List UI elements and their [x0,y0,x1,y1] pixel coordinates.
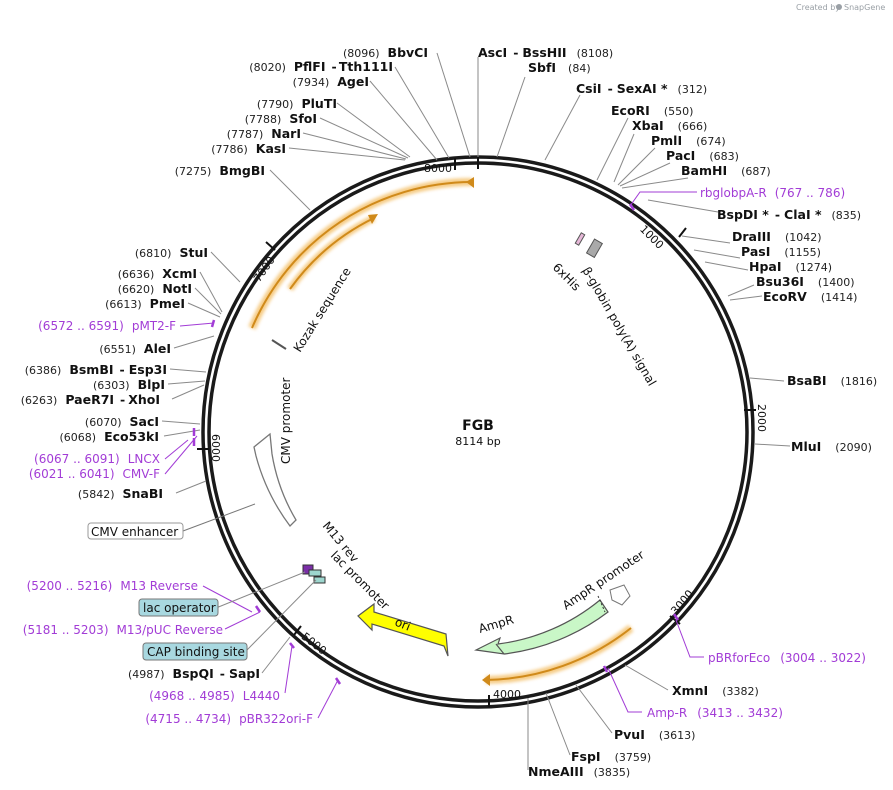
cmv-enhancer-box [87,522,184,540]
snapgene-logo-icon [836,4,842,10]
ori-label: ori [393,615,413,634]
primer-label[interactable]: (6572 .. 6591)pMT2-F [38,319,176,333]
cap-binding-site-box[interactable] [142,642,248,661]
cmv-enhancer-leader [182,503,256,532]
ampr-promoter-dash [597,595,606,613]
enzyme-label[interactable]: (7787)NarI [227,126,301,141]
cap-site-leader [245,579,317,652]
primer-label[interactable]: (4968 .. 4985)L4440 [149,689,280,703]
enzyme-label[interactable]: (6620)NotI [118,281,192,296]
globin-label: β-globin poly(A) signal [579,265,659,389]
enzyme-label[interactable]: HpaI(1274) [749,259,832,274]
cap-site-mark [313,576,326,584]
credit-brand: SnapGene [844,3,885,12]
primer-leaders [164,191,704,719]
enzyme-label[interactable]: XbaI(666) [632,118,707,133]
enzyme-label[interactable]: (6068)Eco53kI [60,429,159,444]
sixhis-label: 6xHis [550,260,583,293]
ori-arrow [357,602,449,657]
enzyme-label[interactable]: (6551)AleI [99,341,171,356]
enzyme-label[interactable]: PacI(683) [666,148,739,163]
enzyme-label[interactable]: (7786)KasI [211,141,286,156]
enzyme-label[interactable]: (6636)XcmI [118,266,197,281]
cmv-promoter-label: CMV promoter [279,377,293,464]
primer-labels: rbglobpA-R(767 .. 786) pBRforEco(3004 ..… [23,186,866,726]
primer-label[interactable]: (5181 .. 5203)M13/pUC Reverse [23,623,223,637]
primer-label[interactable]: (6021 .. 6041)CMV-F [29,467,160,481]
leader-lines [161,52,791,770]
cap-binding-site-label: CAP binding site [147,645,245,659]
tick-label-2000: 2000 [755,404,768,432]
enzyme-label[interactable]: EcoRI(550) [611,103,693,118]
enzyme-label[interactable]: (7275)BmgBI [175,163,265,178]
tick-label-6000: 6000 [209,434,222,462]
lac-promoter-label: lac promoter [328,548,392,612]
primer-label[interactable]: pBRforEco(3004 .. 3022) [708,651,866,665]
enzyme-label[interactable]: PasI(1155) [741,244,821,259]
enzyme-label[interactable]: AscI-BssHII(8108) [478,45,613,60]
enzyme-label[interactable]: (6810)StuI [135,245,208,260]
primer-label[interactable]: (4715 .. 4734)pBR322ori-F [145,712,313,726]
enzyme-label[interactable]: FspI(3759) [571,749,651,764]
lac-operator-box[interactable] [138,598,219,617]
enzyme-label[interactable]: NmeAIII(3835) [528,764,630,779]
orf-arrows [248,177,634,686]
enzyme-label[interactable]: (8020)PflFI-Tth111I [249,59,393,74]
enzyme-label[interactable]: DraIII(1042) [732,229,822,244]
enzyme-label[interactable]: (5842)SnaBI [78,486,163,501]
lac-operator-leader [215,571,306,609]
enzyme-label[interactable]: (7788)SfoI [245,111,317,126]
plasmid-size: 8114 bp [455,435,500,448]
enzyme-label[interactable]: Bsu36I(1400) [756,274,855,289]
enzyme-label[interactable]: XmnI(3382) [672,683,759,698]
enzyme-label[interactable]: (7790)PluTI [257,96,337,111]
cmv-enhancer-label: CMV enhancer [91,525,178,539]
lac-operator-label: lac operator [143,601,216,615]
enzyme-label[interactable]: (7934)AgeI [293,74,369,89]
enzyme-label[interactable]: PvuI(3613) [614,727,695,742]
enzyme-label[interactable]: BamHI(687) [681,163,771,178]
enzyme-label[interactable]: (6070)SacI [85,414,159,429]
enzyme-label[interactable]: SbfI(84) [528,60,591,75]
cmv-promoter-arrow [253,432,297,527]
enzyme-label[interactable]: (6613)PmeI [105,296,185,311]
tick-marks [197,157,756,707]
credit-text: Created by [796,3,840,12]
plasmid-name: FGB [462,418,494,434]
globin-features [574,232,604,259]
ampr-promoter-arrow [609,584,631,606]
enzyme-label[interactable]: (6263)PaeR7I-XhoI [21,392,160,407]
enzyme-label[interactable]: (8096)BbvCI [343,45,428,60]
ampr-promoter-label: AmpR promoter [560,548,647,613]
primer-ticks [192,203,680,685]
lac-operator-mark [308,569,322,577]
enzyme-label[interactable]: CsiI-SexAI *(312) [576,81,707,96]
tick-label-4000: 4000 [493,688,521,701]
enzyme-labels-left: (8096)BbvCI (8020)PflFI-Tth111I (7934)Ag… [21,45,428,681]
enzyme-label[interactable]: (6303)BlpI [93,377,165,392]
kozak-mark [271,339,287,350]
enzyme-labels-right: AscI-BssHII(8108) SbfI(84) CsiI-SexAI *(… [478,45,877,779]
primer-label[interactable]: (5200 .. 5216)M13 Reverse [27,579,198,593]
enzyme-label[interactable]: MluI(2090) [791,439,872,454]
tick-label-8000: 8000 [424,162,452,175]
primer-label[interactable]: (6067 .. 6091)LNCX [34,452,160,466]
primer-label[interactable]: Amp-R(3413 .. 3432) [647,706,783,720]
primer-label[interactable]: rbglobpA-R(767 .. 786) [700,186,845,200]
enzyme-label[interactable]: (4987)BspQI-SapI [128,666,260,681]
enzyme-label[interactable]: BsaBI(1816) [787,373,877,388]
enzyme-label[interactable]: BspDI *-ClaI *(835) [717,207,861,222]
enzyme-label[interactable]: EcoRV(1414) [763,289,857,304]
enzyme-label[interactable]: (6386)BsmBI-Esp3I [25,362,167,377]
enzyme-label[interactable]: PmlI(674) [651,133,726,148]
ampr-label: AmpR [477,613,515,636]
